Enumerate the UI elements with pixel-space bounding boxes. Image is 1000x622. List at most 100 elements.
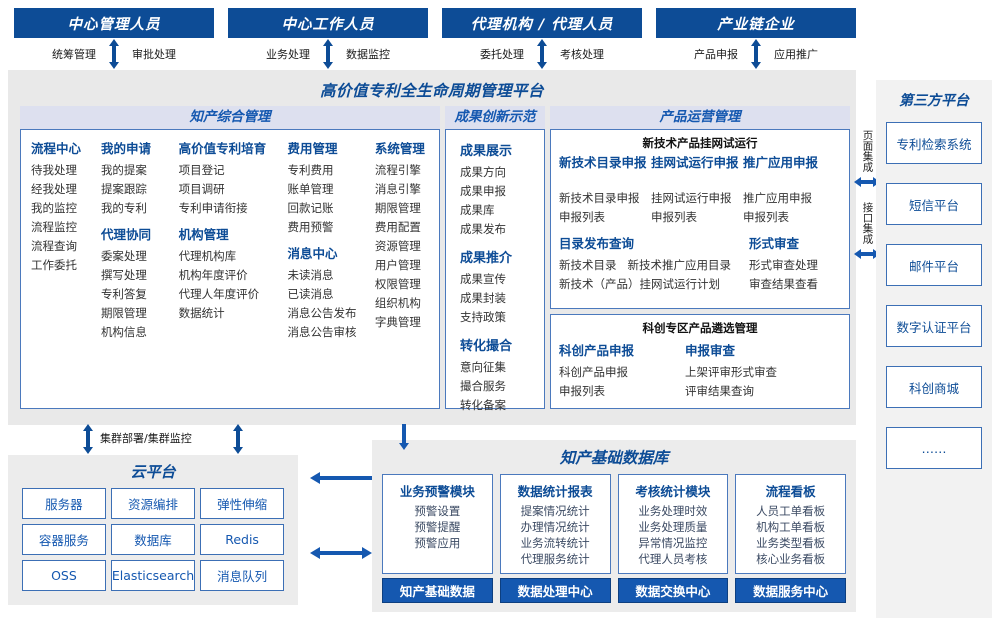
knowledge-menu-item[interactable]: 字典管理 (374, 315, 421, 329)
cloud-cell-6[interactable]: OSS (22, 560, 106, 591)
knowledge-menu-item[interactable]: 流程引擎 (374, 163, 421, 177)
kdb-card-item[interactable]: 代理人员考核 (638, 552, 708, 566)
knowledge-menu-item[interactable]: 消息引擎 (374, 182, 421, 196)
cloud-cell-5[interactable]: Redis (200, 524, 284, 555)
kdb-card-item[interactable]: 机构工单看板 (756, 520, 826, 534)
kdb-card-item[interactable]: 代理服务统计 (520, 552, 590, 566)
achievement-menu-item[interactable]: 成果封装 (460, 291, 506, 305)
third-party-item-0[interactable]: 专利检索系统 (886, 122, 982, 164)
third-party-item-4[interactable]: 科创商城 (886, 366, 982, 408)
knowledge-menu-item[interactable]: 代理人年度评价 (178, 287, 260, 301)
cloud-cell-7[interactable]: Elasticsearch (110, 560, 196, 591)
product-menu-item[interactable]: 新技术目录 新技术推广应用目录 (559, 256, 749, 275)
kdb-card-item[interactable]: 业务处理时效 (638, 504, 708, 518)
knowledge-menu-item[interactable]: 代理机构库 (178, 249, 237, 263)
achievement-menu-item[interactable]: 成果库 (460, 203, 495, 217)
kdb-card-item[interactable]: 预警提醒 (414, 520, 461, 534)
knowledge-menu-item[interactable]: 权限管理 (374, 277, 421, 291)
achievement-menu-item[interactable]: 成果发布 (460, 222, 506, 236)
knowledge-menu-item[interactable]: 流程监控 (31, 220, 77, 234)
knowledge-menu-item[interactable]: 期限管理 (100, 306, 147, 320)
knowledge-menu-item[interactable]: 我的监控 (31, 201, 77, 215)
kdb-card-item[interactable]: 业务处理质量 (638, 520, 708, 534)
knowledge-menu-item[interactable]: 机构年度评价 (178, 268, 248, 282)
achievement-menu-item[interactable]: 成果宣传 (460, 272, 506, 286)
third-party-item-2[interactable]: 邮件平台 (886, 244, 982, 286)
knowledge-menu-item[interactable]: 我的提案 (100, 163, 147, 177)
product-menu-item[interactable]: 新技术推广应用目录 (627, 258, 731, 272)
innovation-menu-item[interactable]: 科创产品申报 (559, 365, 628, 379)
knowledge-menu-item[interactable]: 撰写处理 (100, 268, 147, 282)
kdb-card-item[interactable]: 业务流转统计 (520, 536, 590, 550)
achievement-menu-item[interactable]: 支持政策 (460, 310, 506, 324)
achievement-menu-item[interactable]: 转化备案 (460, 398, 506, 412)
knowledge-menu-item[interactable]: 未读消息 (287, 268, 334, 282)
achievement-menu-item[interactable]: 撮合服务 (460, 379, 506, 393)
cloud-cell-4[interactable]: 数据库 (110, 524, 196, 555)
product-menu-item[interactable]: 新技术目录申报 (559, 191, 640, 205)
product-menu-item[interactable]: 申报列表 (651, 210, 697, 224)
product-menu-item[interactable]: 申报列表 (743, 210, 789, 224)
knowledge-menu-item[interactable]: 待我处理 (31, 163, 77, 177)
knowledge-menu-item[interactable]: 项目登记 (178, 163, 225, 177)
kdb-card-item[interactable]: 办理情况统计 (520, 520, 590, 534)
kdb-card-item[interactable]: 提案情况统计 (520, 504, 590, 518)
product-menu-item[interactable]: 新技术（产品）挂网试运行计划 (559, 277, 720, 291)
innovation-menu-item[interactable]: 上架评审形式审查 (685, 365, 777, 379)
knowledge-menu-item[interactable]: 已读消息 (287, 287, 334, 301)
knowledge-menu-item[interactable]: 项目调研 (178, 182, 225, 196)
kdb-card-item[interactable]: 业务类型看板 (756, 536, 826, 550)
cloud-cell-1[interactable]: 资源编排 (110, 488, 196, 519)
knowledge-menu-item[interactable]: 专利答复 (100, 287, 147, 301)
knowledge-menu-item[interactable]: 回款记账 (287, 201, 334, 215)
knowledge-menu-item[interactable]: 用户管理 (374, 258, 421, 272)
cloud-cell-2[interactable]: 弹性伸缩 (200, 488, 284, 519)
cloud-cell-0[interactable]: 服务器 (22, 488, 106, 519)
product-menu-item[interactable]: 推广应用申报 (743, 191, 812, 205)
knowledge-menu-item[interactable]: 费用配置 (374, 220, 421, 234)
kdb-footer-1[interactable]: 数据处理中心 (499, 578, 611, 603)
achievement-menu-item[interactable]: 意向征集 (460, 360, 506, 374)
kdb-card-item[interactable]: 预警设置 (414, 504, 461, 518)
knowledge-menu-item[interactable]: 消息公告审核 (287, 325, 357, 339)
knowledge-menu-item[interactable]: 消息公告发布 (287, 306, 357, 320)
product-menu-item[interactable]: 新技术目录 (559, 258, 617, 272)
knowledge-menu-item[interactable]: 经我处理 (31, 182, 77, 196)
kdb-footer-2[interactable]: 数据交换中心 (617, 578, 729, 603)
product-menu-item[interactable]: 申报列表 (559, 210, 605, 224)
innovation-menu-item[interactable]: 评审结果查询 (685, 384, 754, 398)
knowledge-menu-item[interactable]: 工作委托 (31, 258, 77, 272)
knowledge-menu-item[interactable]: 机构信息 (100, 325, 147, 339)
product-menu-item[interactable]: 挂网试运行申报 (651, 191, 732, 205)
knowledge-menu-item[interactable]: 专利申请衔接 (178, 201, 248, 215)
knowledge-menu-item[interactable]: 专利费用 (287, 163, 334, 177)
knowledge-menu-item[interactable]: 费用预警 (287, 220, 334, 234)
knowledge-menu-item[interactable]: 我的专利 (100, 201, 147, 215)
kdb-footer-3[interactable]: 数据服务中心 (735, 578, 846, 603)
cloud-cell-3[interactable]: 容器服务 (22, 524, 106, 555)
product-group-formal-review: 形式审查形式审查处理审查结果查看 (749, 233, 849, 294)
third-party-item-5[interactable]: …… (886, 427, 982, 469)
knowledge-menu-item[interactable]: 期限管理 (374, 201, 421, 215)
knowledge-menu-item[interactable]: 流程查询 (31, 239, 77, 253)
product-menu-item[interactable]: 形式审查处理 (749, 258, 818, 272)
kdb-footer-0[interactable]: 知产基础数据 (382, 578, 493, 603)
third-party-item-1[interactable]: 短信平台 (886, 183, 982, 225)
kdb-card-item[interactable]: 预警应用 (414, 536, 461, 550)
achievement-menu-item[interactable]: 成果申报 (460, 184, 506, 198)
knowledge-menu-item[interactable]: 数据统计 (178, 306, 225, 320)
innovation-menu-item[interactable]: 申报列表 (559, 384, 605, 398)
kdb-card-item[interactable]: 人员工单看板 (756, 504, 826, 518)
third-party-item-3[interactable]: 数字认证平台 (886, 305, 982, 347)
knowledge-menu-item[interactable]: 提案跟踪 (100, 182, 147, 196)
cloud-cell-8[interactable]: 消息队列 (200, 560, 284, 591)
knowledge-menu-item[interactable]: 组织机构 (374, 296, 421, 310)
knowledge-menu-item[interactable]: 资源管理 (374, 239, 421, 253)
achievement-menu-item[interactable]: 成果方向 (460, 165, 506, 179)
knowledge-menu-item[interactable]: 账单管理 (287, 182, 334, 196)
kdb-card-item[interactable]: 异常情况监控 (638, 536, 708, 550)
role-subtasks-0: 统筹管理审批处理 (14, 39, 214, 69)
kdb-card-item[interactable]: 核心业务看板 (756, 552, 826, 566)
knowledge-menu-item[interactable]: 委案处理 (100, 249, 147, 263)
product-menu-item[interactable]: 审查结果查看 (749, 277, 818, 291)
